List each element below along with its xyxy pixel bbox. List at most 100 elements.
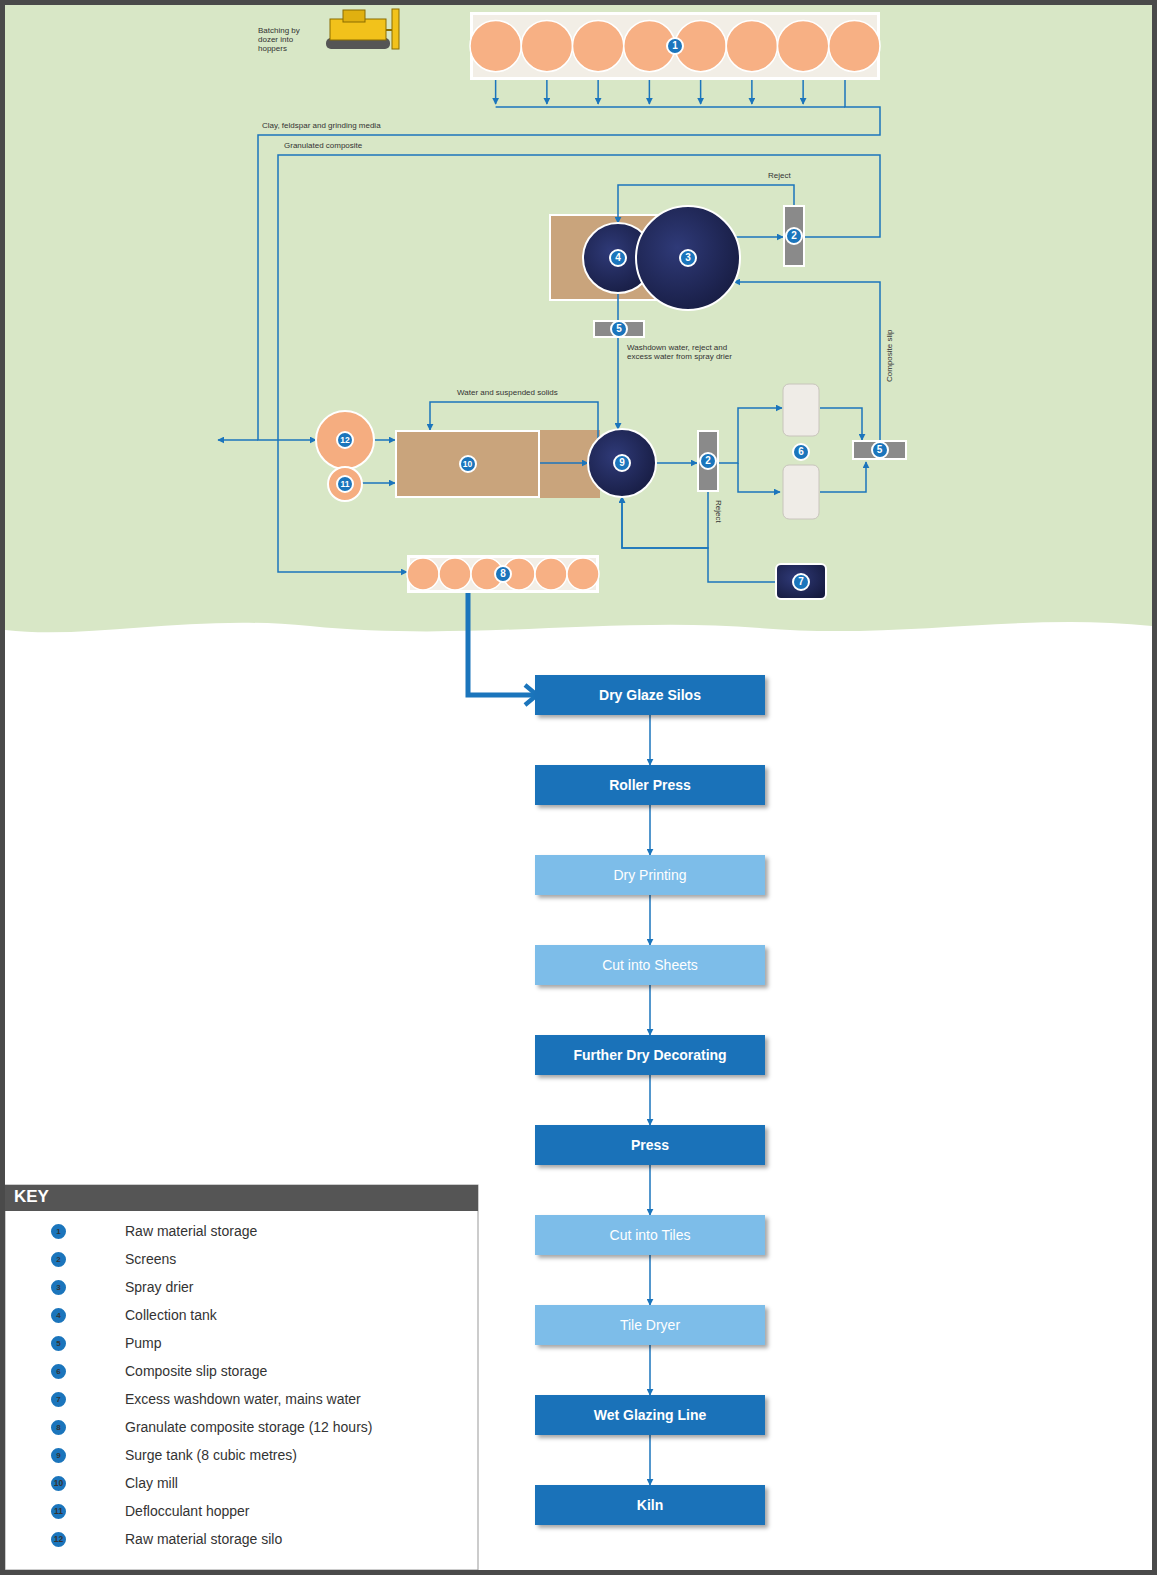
- spray-drier-outline: [636, 206, 740, 310]
- callout-number: 3: [679, 249, 697, 267]
- process-label: Further Dry Decorating: [573, 1047, 726, 1063]
- process-box: Cut into Tiles: [535, 1215, 765, 1255]
- legend-text: Screens: [125, 1251, 176, 1267]
- callout-number: 4: [609, 249, 627, 267]
- flow-label: Water and suspended solids: [455, 388, 560, 397]
- process-box: Roller Press: [535, 765, 765, 805]
- deflocculant-hopper-outline: [328, 467, 362, 501]
- surge-tank-outline: [588, 429, 656, 497]
- process-label: Tile Dryer: [620, 1317, 680, 1333]
- legend-text: Excess washdown water, mains water: [125, 1391, 361, 1407]
- legend-text: Raw material storage: [125, 1223, 257, 1239]
- flow-label: Reject: [766, 171, 793, 180]
- callout-number: 6: [49, 1362, 68, 1381]
- process-box: Dry Printing: [535, 855, 765, 895]
- water-tank-outline: [776, 564, 826, 599]
- process-label: Kiln: [637, 1497, 663, 1513]
- callout-number: 8: [49, 1418, 68, 1437]
- hopper-feed-arrows: [496, 80, 845, 107]
- flow-line: [617, 293, 619, 320]
- feed-arrow: [546, 80, 548, 104]
- flow-label: Washdown water, reject and excess water …: [625, 343, 741, 361]
- slip-branch-line: [738, 463, 780, 492]
- feed-line: [496, 106, 845, 108]
- callout-number: 4: [49, 1306, 68, 1325]
- hopper: [567, 558, 599, 590]
- callout-number: 9: [613, 454, 631, 472]
- legend-text: Composite slip storage: [125, 1363, 267, 1379]
- feed-arrow: [802, 80, 804, 104]
- flow-line: [649, 985, 651, 1035]
- callout-number: 9: [49, 1446, 68, 1465]
- callout-number: 2: [49, 1250, 68, 1269]
- flow-line: [649, 1165, 651, 1215]
- flow-line: [649, 1345, 651, 1395]
- flow-line: [820, 408, 862, 440]
- raw-material-hoppers: 1: [470, 12, 880, 80]
- callout-number: 11: [336, 475, 354, 493]
- screen: 2: [783, 205, 805, 267]
- callout-number: 10: [459, 455, 477, 473]
- hopper: [778, 20, 829, 71]
- legend-text: Pump: [125, 1335, 162, 1351]
- callout-number: 7: [49, 1390, 68, 1409]
- key-title: KEY: [14, 1187, 49, 1207]
- hopper: [439, 558, 471, 590]
- granulate-storage: 8: [407, 555, 599, 593]
- water-tank: 7: [775, 563, 827, 600]
- flow-line: [649, 1255, 651, 1305]
- callout-number: 6: [792, 443, 810, 461]
- surge-tank: 9: [587, 428, 657, 498]
- callout-number: 5: [49, 1334, 68, 1353]
- flow-label: Composite slip: [885, 328, 894, 384]
- flow-line: [649, 895, 651, 945]
- composite-slip-storage: 6: [782, 383, 820, 520]
- callout-number: 2: [785, 227, 803, 245]
- feed-arrow: [495, 80, 497, 104]
- process-box: Dry Glaze Silos: [535, 675, 765, 715]
- hopper: [470, 20, 521, 71]
- flow-line: [258, 80, 880, 440]
- flow-line: [374, 439, 395, 441]
- hopper: [521, 20, 572, 71]
- outlet-arrow: [218, 439, 258, 441]
- flow-label: Reject: [714, 498, 723, 525]
- callout-number: 12: [336, 431, 354, 449]
- hopper-frame: [472, 14, 879, 79]
- clay-mill: 10: [395, 430, 540, 498]
- slip-tank: [783, 384, 819, 436]
- process-label: Press: [631, 1137, 669, 1153]
- dozer-blade: [392, 9, 399, 49]
- feed-arrow: [597, 80, 599, 104]
- frame: [3, 3, 1155, 1573]
- process-label: Dry Printing: [613, 867, 686, 883]
- process-label: Cut into Sheets: [602, 957, 698, 973]
- spray-drier: 3: [635, 205, 741, 311]
- pump-outline: [853, 441, 906, 459]
- slip-tank: [783, 465, 819, 519]
- legend-text: Raw material storage silo: [125, 1531, 282, 1547]
- flow-line: [278, 155, 880, 572]
- legend-text: Deflocculant hopper: [125, 1503, 250, 1519]
- flow-line: [649, 715, 651, 765]
- legend-text: Granulate composite storage (12 hours): [125, 1419, 372, 1435]
- key-header-bar: [5, 1185, 478, 1211]
- callout-number: 3: [49, 1278, 68, 1297]
- callout-number: 2: [699, 452, 717, 470]
- process-box: Further Dry Decorating: [535, 1035, 765, 1075]
- callout-number: 5: [610, 320, 628, 338]
- process-label: Cut into Tiles: [610, 1227, 691, 1243]
- legend-text: Clay mill: [125, 1475, 178, 1491]
- pump: 5: [852, 440, 907, 460]
- pump-outline: [594, 321, 644, 337]
- flow-label: Granulated composite: [282, 141, 364, 150]
- dozer-arm: [386, 29, 392, 31]
- feed-arrow: [649, 80, 651, 104]
- process-box: Tile Dryer: [535, 1305, 765, 1345]
- note: Batching by dozer into hoppers: [258, 26, 320, 54]
- transfer-arrow: [468, 593, 535, 695]
- flow-line: [649, 1075, 651, 1125]
- process-label: Roller Press: [609, 777, 691, 793]
